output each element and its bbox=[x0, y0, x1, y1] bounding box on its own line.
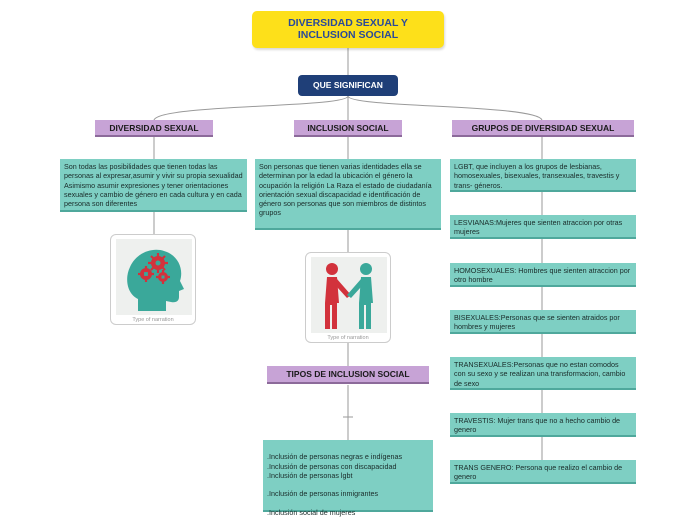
grupo-item-travestis: TRAVESTIS: Mujer trans que no a hecho ca… bbox=[450, 413, 636, 437]
grupo-item-text: BISEXUALES:Personas que se sienten atrai… bbox=[454, 313, 620, 332]
grupo-item-text: HOMOSEXUALES: Hombres que sienten atracc… bbox=[454, 266, 631, 285]
main-title: DIVERSIDAD SEXUAL Y INCLUSION SOCIAL bbox=[252, 11, 444, 48]
handshake-icon bbox=[311, 257, 387, 333]
inclusion-image-card: Type of narration bbox=[305, 252, 391, 343]
tipos-inclusion-text: .Inclusión de personas negras e indígena… bbox=[267, 452, 403, 518]
inclusion-heading-label: INCLUSION SOCIAL bbox=[307, 123, 389, 133]
inclusion-definition-box: Son personas que tienen varias identidad… bbox=[255, 159, 441, 230]
tipos-inclusion-heading: TIPOS DE INCLUSION SOCIAL bbox=[267, 366, 429, 384]
grupo-item-text: TRANSEXUALES:Personas que no estan comod… bbox=[454, 360, 626, 388]
grupo-item-bisexuales: BISEXUALES:Personas que se sienten atrai… bbox=[450, 310, 636, 334]
grupo-item-lesvianas: LESVIANAS:Mujeres que sienten atraccion … bbox=[450, 215, 636, 239]
grupos-diversidad-heading: GRUPOS DE DIVERSIDAD SEXUAL bbox=[452, 120, 634, 137]
que-significan-node: QUE SIGNIFICAN bbox=[298, 75, 398, 96]
grupo-item-transexuales: TRANSEXUALES:Personas que no estan comod… bbox=[450, 357, 636, 390]
inclusion-definition-text: Son personas que tienen varias identidad… bbox=[259, 162, 432, 218]
main-title-text: DIVERSIDAD SEXUAL Y INCLUSION SOCIAL bbox=[288, 17, 408, 41]
grupo-item-text: LESVIANAS:Mujeres que sienten atraccion … bbox=[454, 218, 623, 237]
tipos-inclusion-label: TIPOS DE INCLUSION SOCIAL bbox=[286, 369, 410, 379]
grupo-item-text: TRAVESTIS: Mujer trans que no a hecho ca… bbox=[454, 416, 621, 435]
diversidad-definition-text: Son todas las posibilidades que tienen t… bbox=[64, 162, 243, 209]
inclusion-social-heading: INCLUSION SOCIAL bbox=[294, 120, 402, 137]
grupo-item-text: TRANS GENERO: Persona que realizo el cam… bbox=[454, 463, 623, 482]
inclusion-image-caption: Type of narration bbox=[327, 335, 369, 341]
que-significan-label: QUE SIGNIFICAN bbox=[313, 80, 383, 90]
diversidad-image-card: Type of narration bbox=[110, 234, 196, 325]
grupos-heading-label: GRUPOS DE DIVERSIDAD SEXUAL bbox=[471, 123, 615, 133]
diversidad-heading-label: DIVERSIDAD SEXUAL bbox=[109, 123, 199, 133]
diversidad-definition-box: Son todas las posibilidades que tienen t… bbox=[60, 159, 247, 212]
head-gears-icon bbox=[116, 239, 192, 315]
grupo-item-lgbt: LGBT, que incluyen a los grupos de lesbi… bbox=[450, 159, 636, 192]
tipos-inclusion-box: .Inclusión de personas negras e indígena… bbox=[263, 440, 433, 517]
diversidad-sexual-heading: DIVERSIDAD SEXUAL bbox=[95, 120, 213, 137]
grupo-item-text: LGBT, que incluyen a los grupos de lesbi… bbox=[454, 162, 620, 190]
diversidad-image-caption: Type of narration bbox=[132, 317, 174, 323]
grupo-item-trans-genero: TRANS GENERO: Persona que realizo el cam… bbox=[450, 460, 636, 484]
grupo-item-homosexuales: HOMOSEXUALES: Hombres que sienten atracc… bbox=[450, 263, 636, 287]
